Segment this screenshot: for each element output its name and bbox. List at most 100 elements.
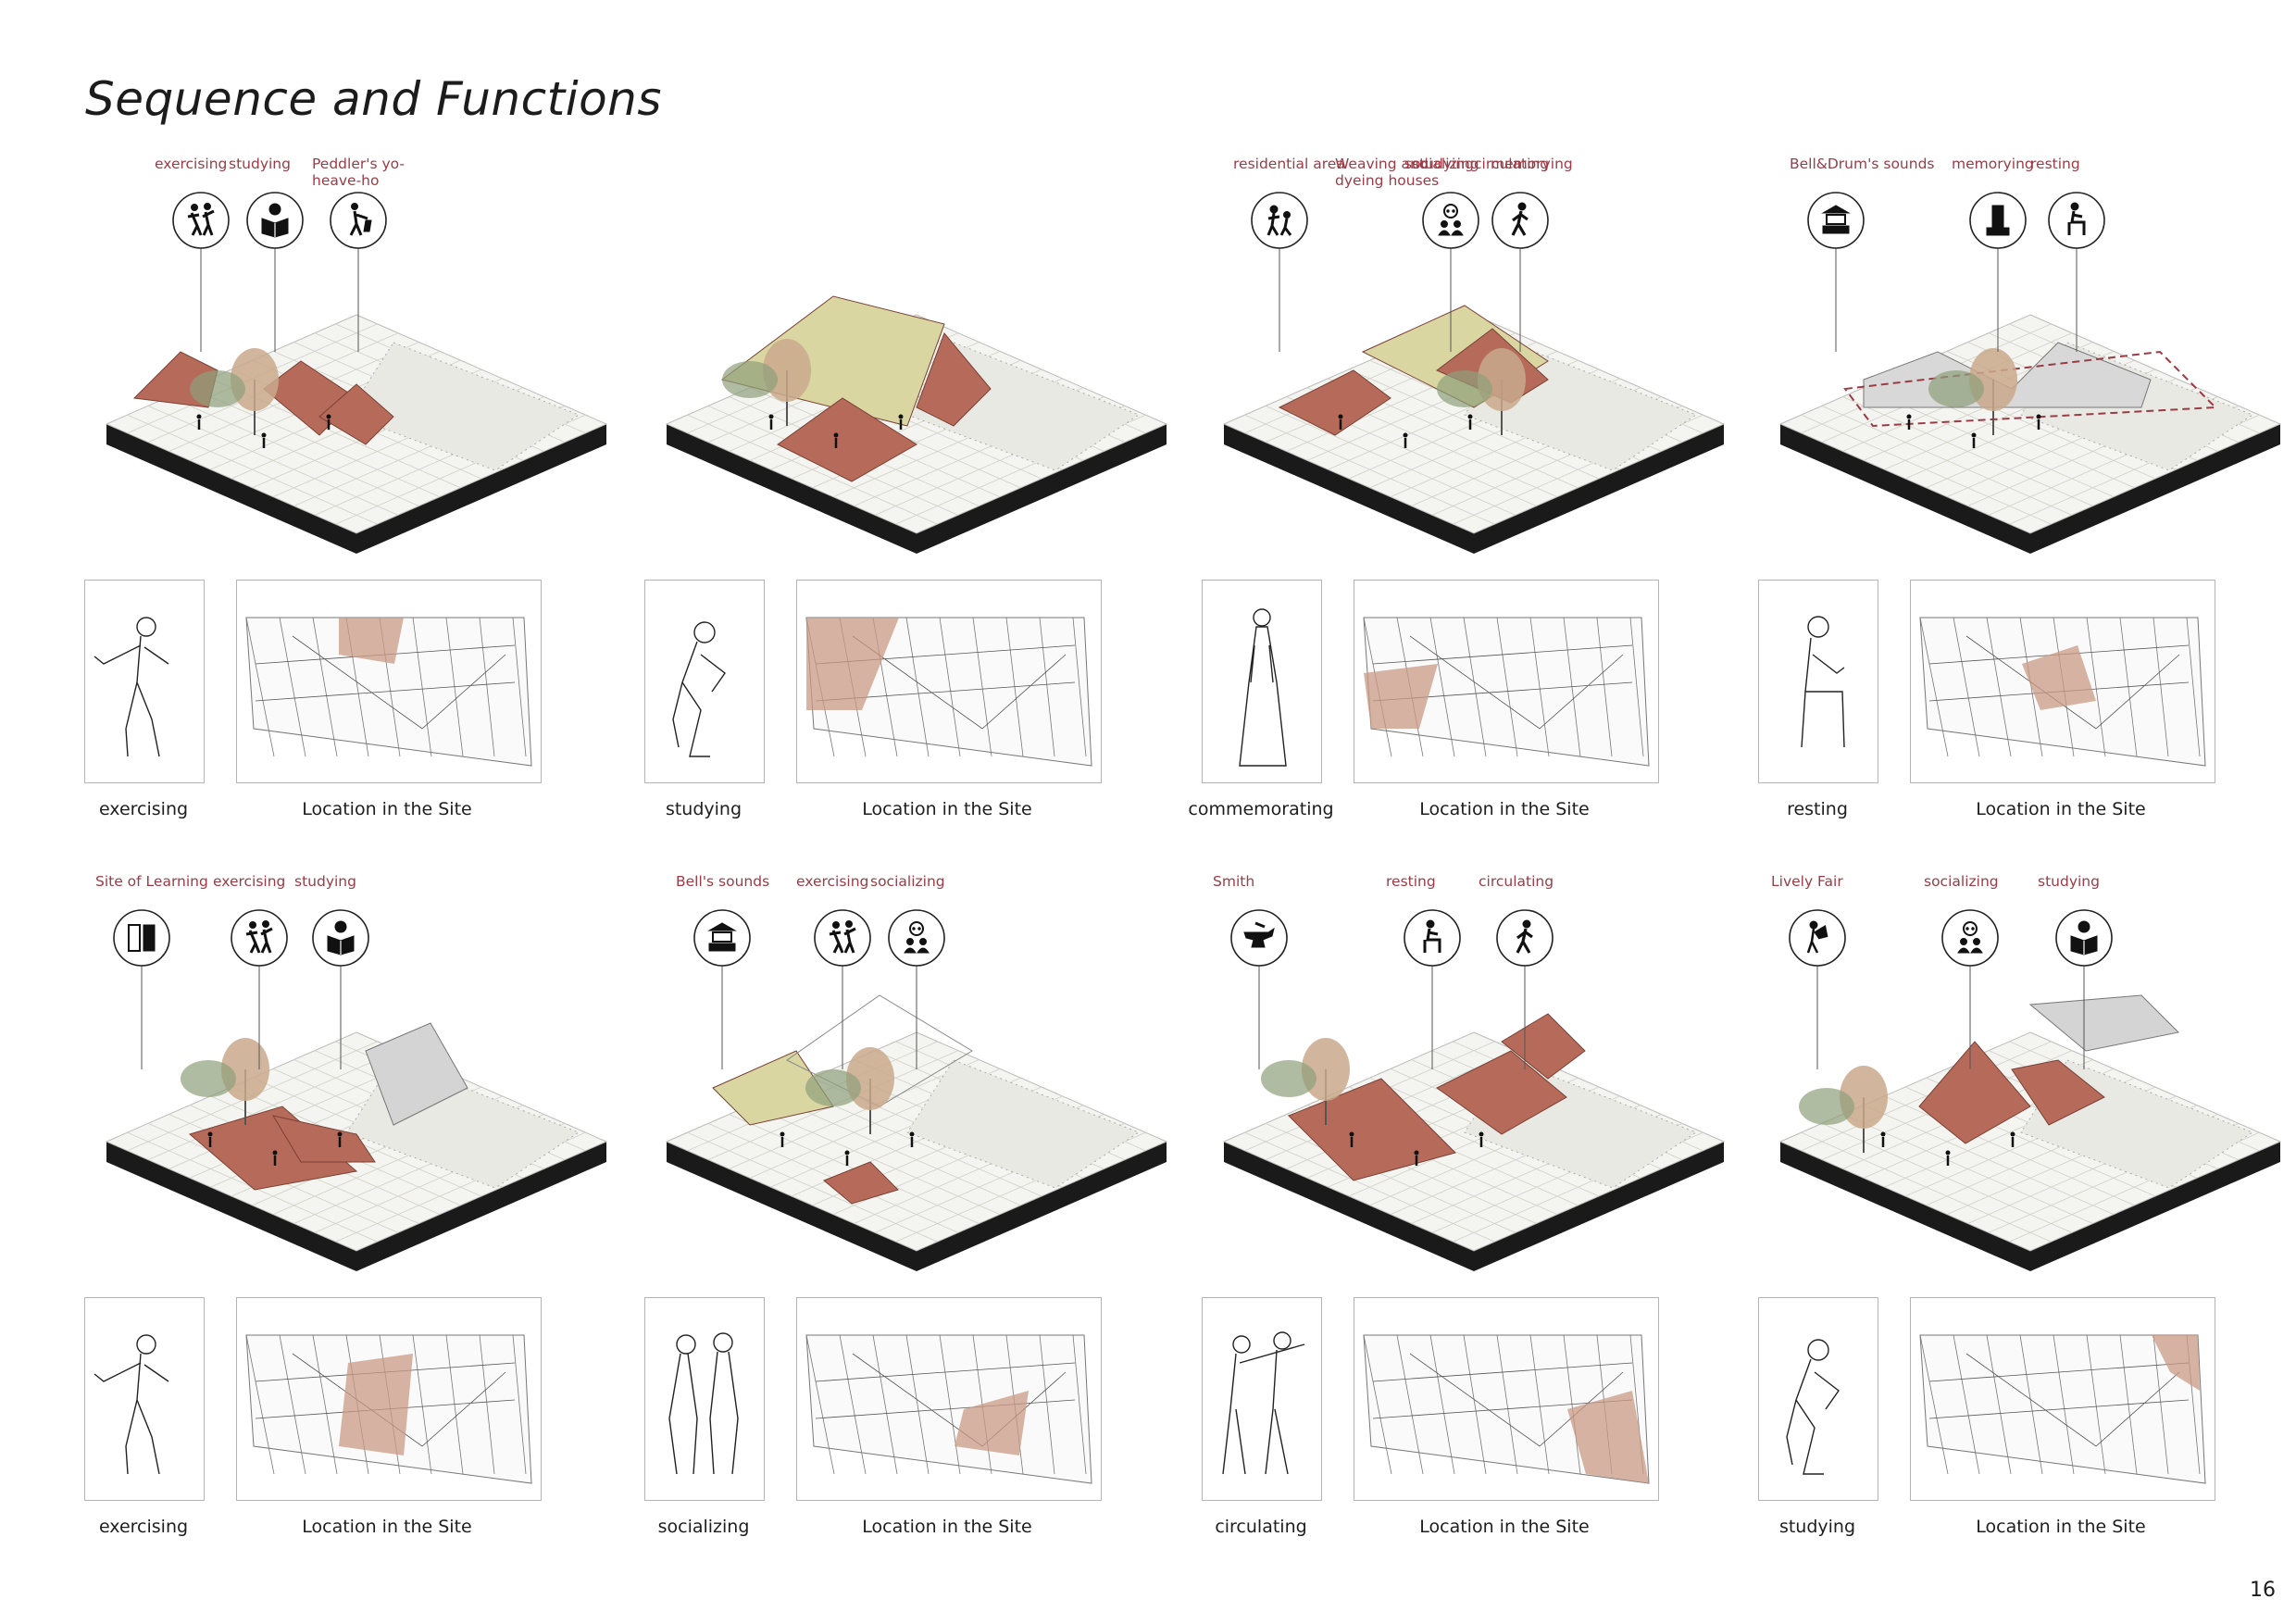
- function-label: socializing: [1404, 156, 1479, 172]
- location-caption: Location in the Site: [862, 1517, 1032, 1537]
- exercising-icon: [814, 909, 871, 1069]
- person-silhouette: [1239, 608, 1287, 767]
- page-number: 16: [2250, 1579, 2276, 1602]
- site-location-map: [245, 1334, 532, 1484]
- book-icon: [113, 909, 170, 1069]
- function-label: studying: [229, 156, 291, 172]
- figure-caption: studying: [1778, 1517, 1856, 1537]
- site-location-map: [1919, 1334, 2206, 1484]
- iso-svg: [105, 192, 608, 554]
- iso-svg: [1222, 192, 1726, 554]
- function-label: exercising: [155, 156, 228, 172]
- function-label: memorying: [1952, 156, 2034, 172]
- function-label: Peddler's yo-heave-ho: [312, 156, 406, 189]
- site-map-box: [1354, 580, 1659, 783]
- site-diagram: [1778, 314, 2282, 554]
- site-diagram: [1222, 305, 1726, 554]
- studying-icon: [2055, 909, 2113, 1069]
- site-location-map: [1919, 617, 2206, 767]
- studying-icon: [312, 909, 369, 1069]
- site-map-box: [236, 1297, 542, 1501]
- site-diagram: [1222, 1013, 1726, 1271]
- iso-svg: [1778, 909, 2282, 1271]
- figure-caption: circulating: [1215, 1517, 1307, 1537]
- site-location-map: [1363, 617, 1650, 767]
- location-caption: Location in the Site: [1976, 799, 2146, 819]
- bell-tower-icon: [693, 909, 751, 1069]
- function-label: circulating: [1474, 156, 1550, 172]
- socializing-icon: [888, 909, 945, 1069]
- figure-caption: resting: [1787, 799, 1848, 819]
- function-label: exercising: [796, 873, 869, 890]
- site-map-box: [1910, 1297, 2215, 1501]
- location-caption: Location in the Site: [862, 799, 1032, 819]
- function-label: circulating: [1479, 873, 1554, 890]
- site-location-map: [805, 617, 1092, 767]
- location-caption: Location in the Site: [1976, 1517, 2146, 1537]
- walking-icon: [1496, 909, 1554, 1069]
- function-label: resting: [2030, 156, 2080, 172]
- iso-svg: [1222, 909, 1726, 1271]
- site-diagram: [1778, 994, 2282, 1271]
- site-location-map: [805, 1334, 1092, 1484]
- site-diagram: [665, 994, 1168, 1271]
- exercising-icon: [172, 192, 230, 352]
- figure-caption: studying: [665, 799, 742, 819]
- peddler-icon: [330, 192, 387, 352]
- location-caption: Location in the Site: [1419, 799, 1590, 819]
- site-location-map: [245, 617, 532, 767]
- iso-svg: [665, 295, 1168, 554]
- figure-caption: socializing: [657, 1517, 750, 1537]
- iso-svg: [665, 909, 1168, 1271]
- anvil-icon: [1230, 909, 1288, 1069]
- function-label: studying: [1412, 156, 1474, 172]
- figure-box: [1758, 1297, 1878, 1501]
- function-label: studying: [294, 873, 356, 890]
- function-label: socializing: [870, 873, 945, 890]
- site-diagram: [665, 295, 1168, 554]
- site-map-box: [796, 580, 1102, 783]
- bell-tower-icon: [1807, 192, 1865, 352]
- function-label: exercising: [213, 873, 286, 890]
- sitting-icon: [2048, 192, 2105, 352]
- function-label: memorying: [1491, 156, 1573, 172]
- iso-svg: [1778, 192, 2282, 554]
- figure-box: [1202, 1297, 1322, 1501]
- figure-caption: exercising: [98, 799, 189, 819]
- function-label: resting: [1386, 873, 1436, 890]
- socializing-icon: [1422, 192, 1479, 352]
- function-label: Bell's sounds: [676, 873, 770, 890]
- studying-icon: [246, 192, 304, 352]
- socializing-icon: [1941, 909, 1999, 1069]
- person-silhouette: [94, 1334, 169, 1475]
- figure-box: [84, 1297, 205, 1501]
- function-label: socializing: [1924, 873, 1999, 890]
- location-caption: Location in the Site: [302, 799, 472, 819]
- function-label: studying: [2038, 873, 2100, 890]
- figure-caption: commemorating: [1188, 799, 1334, 819]
- figure-box: [1758, 580, 1878, 783]
- site-diagram: [105, 314, 608, 554]
- figure-caption: exercising: [98, 1517, 189, 1537]
- person-silhouette: [1801, 616, 1845, 748]
- figure-box: [84, 580, 205, 783]
- function-label: Site of Learning: [95, 873, 208, 890]
- person-silhouette: [1222, 1331, 1305, 1475]
- walking-icon: [1491, 192, 1549, 352]
- site-map-box: [236, 580, 542, 783]
- person-silhouette: [1786, 1339, 1840, 1475]
- page-title: Sequence and Functions: [85, 72, 662, 126]
- function-label: Smith: [1213, 873, 1255, 890]
- function-label: Bell&Drum's sounds: [1790, 156, 1935, 172]
- function-label: Lively Fair: [1771, 873, 1843, 890]
- iso-svg: [105, 909, 608, 1271]
- location-caption: Location in the Site: [302, 1517, 472, 1537]
- site-location-map: [1363, 1334, 1650, 1484]
- person-silhouette: [94, 617, 169, 757]
- person-silhouette: [668, 1332, 739, 1475]
